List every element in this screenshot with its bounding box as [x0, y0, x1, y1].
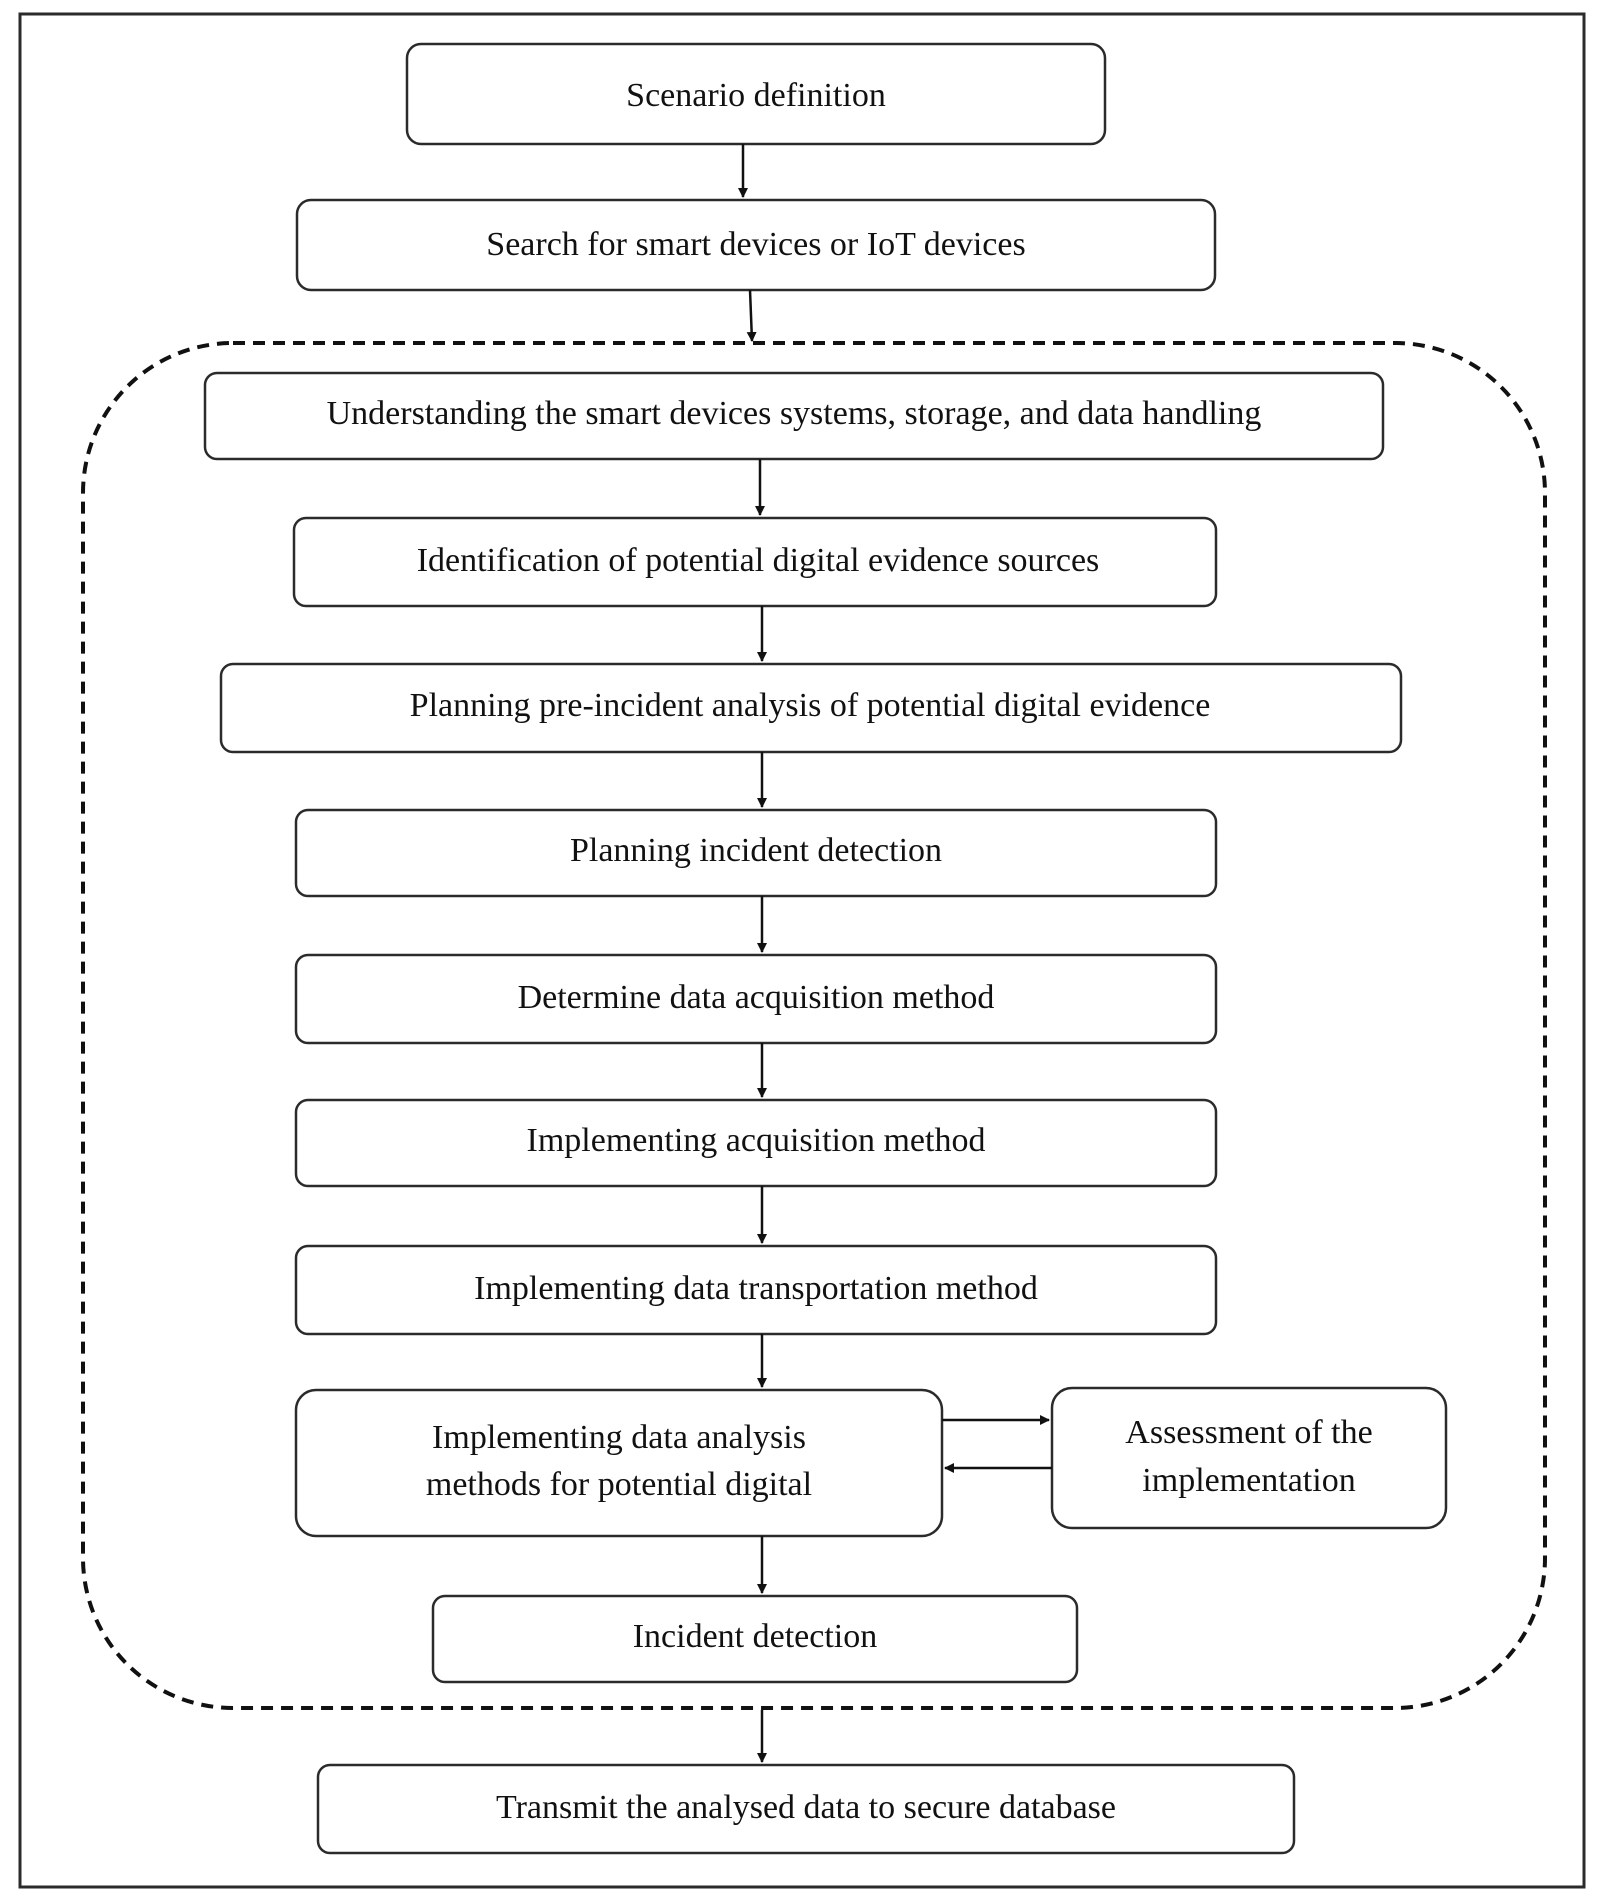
- step-implementing-data-analysis: Implementing data analysis methods for p…: [294, 1388, 944, 1538]
- step-planning-pre-incident-analysis: Planning pre-incident analysis of potent…: [219, 662, 1403, 754]
- step-assessment: Assessment of the implementation: [1050, 1386, 1448, 1530]
- step-label: Planning pre-incident analysis of potent…: [410, 687, 1211, 724]
- step-label-line-1: Implementing data analysis: [432, 1419, 806, 1456]
- step-label: Incident detection: [633, 1618, 878, 1655]
- step-transmit-to-database: Transmit the analysed data to secure dat…: [316, 1763, 1296, 1855]
- step-identification: Identification of potential digital evid…: [292, 516, 1218, 608]
- step-incident-detection: Incident detection: [431, 1594, 1079, 1684]
- connectors: [738, 144, 1052, 1763]
- step-label: Scenario definition: [626, 77, 886, 114]
- step-label: Search for smart devices or IoT devices: [486, 226, 1025, 263]
- step-determine-acquisition-method: Determine data acquisition method: [294, 953, 1218, 1045]
- step-label: Understanding the smart devices systems,…: [327, 395, 1262, 432]
- step-label: Identification of potential digital evid…: [417, 542, 1100, 579]
- step-label: Planning incident detection: [570, 832, 942, 869]
- step-implementing-transportation: Implementing data transportation method: [294, 1244, 1218, 1336]
- dashed-group-boundary: [81, 341, 1547, 1710]
- step-label: Transmit the analysed data to secure dat…: [496, 1789, 1116, 1826]
- step-label: Implementing data transportation method: [474, 1270, 1038, 1307]
- step-label-line-1: Assessment of the: [1125, 1414, 1372, 1451]
- step-label: Determine data acquisition method: [518, 979, 995, 1016]
- outer-frame: [18, 12, 1586, 1889]
- step-planning-incident-detection: Planning incident detection: [294, 808, 1218, 898]
- step-implementing-acquisition: Implementing acquisition method: [294, 1098, 1218, 1188]
- step-label: Implementing acquisition method: [527, 1122, 986, 1159]
- step-label-line-2: methods for potential digital: [426, 1466, 812, 1503]
- step-search-devices: Search for smart devices or IoT devices: [295, 198, 1217, 292]
- arrow: [746, 289, 757, 342]
- step-understanding: Understanding the smart devices systems,…: [203, 371, 1385, 461]
- step-label-line-2: implementation: [1142, 1462, 1355, 1499]
- step-scenario-definition: Scenario definition: [405, 42, 1107, 146]
